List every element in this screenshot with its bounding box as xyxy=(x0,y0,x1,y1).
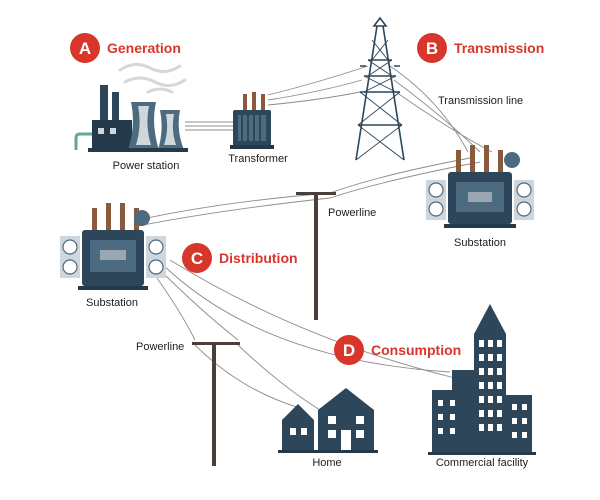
substation-left-icon xyxy=(60,203,166,290)
stage-b-title: Transmission xyxy=(454,40,544,56)
powerline-pole-upper-icon xyxy=(296,192,336,320)
stage-b-marker: B Transmission xyxy=(417,33,544,63)
commercial-facility-icon xyxy=(428,304,536,455)
transmission-line-label: Transmission line xyxy=(438,95,523,107)
transformer-label: Transformer xyxy=(228,153,288,165)
stage-d-marker: D Consumption xyxy=(334,335,461,365)
stage-d-circle xyxy=(334,335,364,365)
power-station-icon xyxy=(74,63,188,152)
stage-d-letter: D xyxy=(343,341,355,360)
stage-c-title: Distribution xyxy=(219,250,298,266)
transformer-icon xyxy=(230,92,274,149)
stage-a-title: Generation xyxy=(107,40,181,56)
stage-b-circle xyxy=(417,33,447,63)
substation-right-label: Substation xyxy=(454,237,506,249)
substation-right-icon xyxy=(426,145,534,228)
stage-c-letter: C xyxy=(191,249,203,268)
stage-d-title: Consumption xyxy=(371,342,461,358)
home-icon xyxy=(278,388,378,453)
substation-left-label: Substation xyxy=(86,297,138,309)
facility-windows xyxy=(438,340,527,438)
stage-a-marker: A Generation xyxy=(70,33,181,63)
stage-a-circle xyxy=(70,33,100,63)
power-station-label: Power station xyxy=(113,160,180,172)
transmission-tower-icon xyxy=(355,16,405,161)
home-label: Home xyxy=(312,457,341,469)
powerline-upper-label: Powerline xyxy=(328,207,376,219)
powerline-lower-label: Powerline xyxy=(136,341,184,353)
powerline-pole-lower-icon xyxy=(192,342,240,466)
stage-b-letter: B xyxy=(426,39,438,58)
stage-a-letter: A xyxy=(79,39,91,58)
stage-c-marker: C Distribution xyxy=(182,243,298,273)
commercial-facility-label: Commercial facility xyxy=(436,457,529,469)
stage-c-circle xyxy=(182,243,212,273)
